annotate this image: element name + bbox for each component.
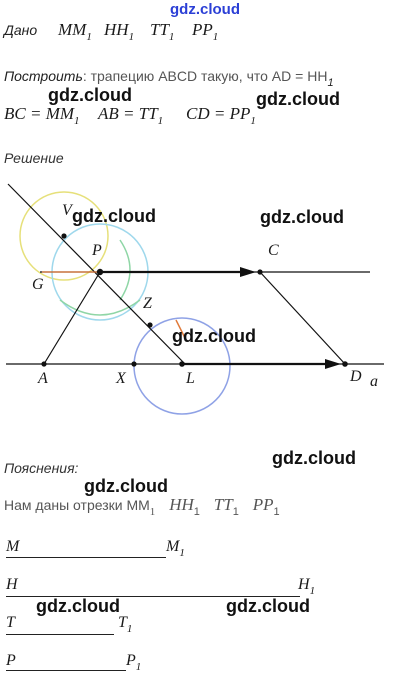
seg-m-start: M [6, 538, 20, 555]
seg-hh1 [6, 596, 300, 597]
arc-green-2 [119, 239, 131, 301]
seg-p-start: P [6, 652, 16, 669]
side-cd [259, 271, 346, 365]
watermark-3: gdz.cloud [72, 206, 156, 226]
given-label: Дано [4, 22, 38, 38]
watermark-8: gdz.cloud [36, 596, 120, 616]
explanation-text: Нам даны отрезки MM1 HH1 TT1 PP1 [4, 495, 280, 518]
arc-orange [175, 319, 187, 341]
seg-p-end: P1 [126, 652, 142, 673]
side-ab [43, 271, 101, 365]
watermark-6: gdz.cloud [272, 448, 356, 468]
point-l: L [186, 370, 195, 387]
point-c: C [268, 242, 279, 259]
seg-t-end: T1 [118, 614, 133, 635]
point-z: Z [143, 295, 152, 312]
explanation-heading: Пояснения: [4, 460, 79, 476]
construct-bc: BC = MM1 [4, 104, 80, 127]
given-seg-1: MM1 [58, 20, 92, 43]
point-g: G [32, 276, 44, 293]
line-transversal [7, 183, 186, 365]
arrow-c [240, 267, 256, 277]
point-p: P [92, 242, 102, 259]
construction-figure [6, 183, 384, 415]
seg-t-start: T [6, 614, 15, 631]
seg-mm1 [6, 557, 166, 558]
watermark-4: gdz.cloud [260, 207, 344, 227]
seg-m-end: M1 [166, 538, 185, 559]
watermark-7: gdz.cloud [84, 476, 168, 496]
point-v: V [62, 202, 72, 219]
seg-tt1 [6, 634, 114, 635]
watermark-5: gdz.cloud [172, 326, 256, 346]
point-d: D [350, 368, 362, 385]
arrow-d [325, 359, 341, 369]
seg-pp1 [6, 670, 126, 671]
point-a: A [38, 370, 48, 387]
construct-label: Построить: трапецию ABCD такую, что AD =… [4, 68, 334, 89]
watermark-2: gdz.cloud [256, 89, 340, 109]
given-seg-2: HH1 [104, 20, 135, 43]
point-x: X [116, 370, 126, 387]
construct-ab: AB = TT1 [98, 104, 164, 127]
solution-heading: Решение [4, 150, 64, 166]
given-seg-4: PP1 [192, 20, 219, 43]
watermark-top: gdz.cloud [170, 1, 240, 18]
construct-cd: CD = PP1 [186, 104, 256, 127]
seg-h-start: H [6, 576, 18, 593]
watermark-9: gdz.cloud [226, 596, 310, 616]
line-a-label: a [370, 373, 378, 390]
seg-h-end: H1 [298, 576, 316, 597]
given-seg-3: TT1 [150, 20, 175, 43]
circle-yellow [19, 191, 109, 281]
watermark-1: gdz.cloud [48, 85, 132, 105]
arc-green [59, 299, 141, 316]
